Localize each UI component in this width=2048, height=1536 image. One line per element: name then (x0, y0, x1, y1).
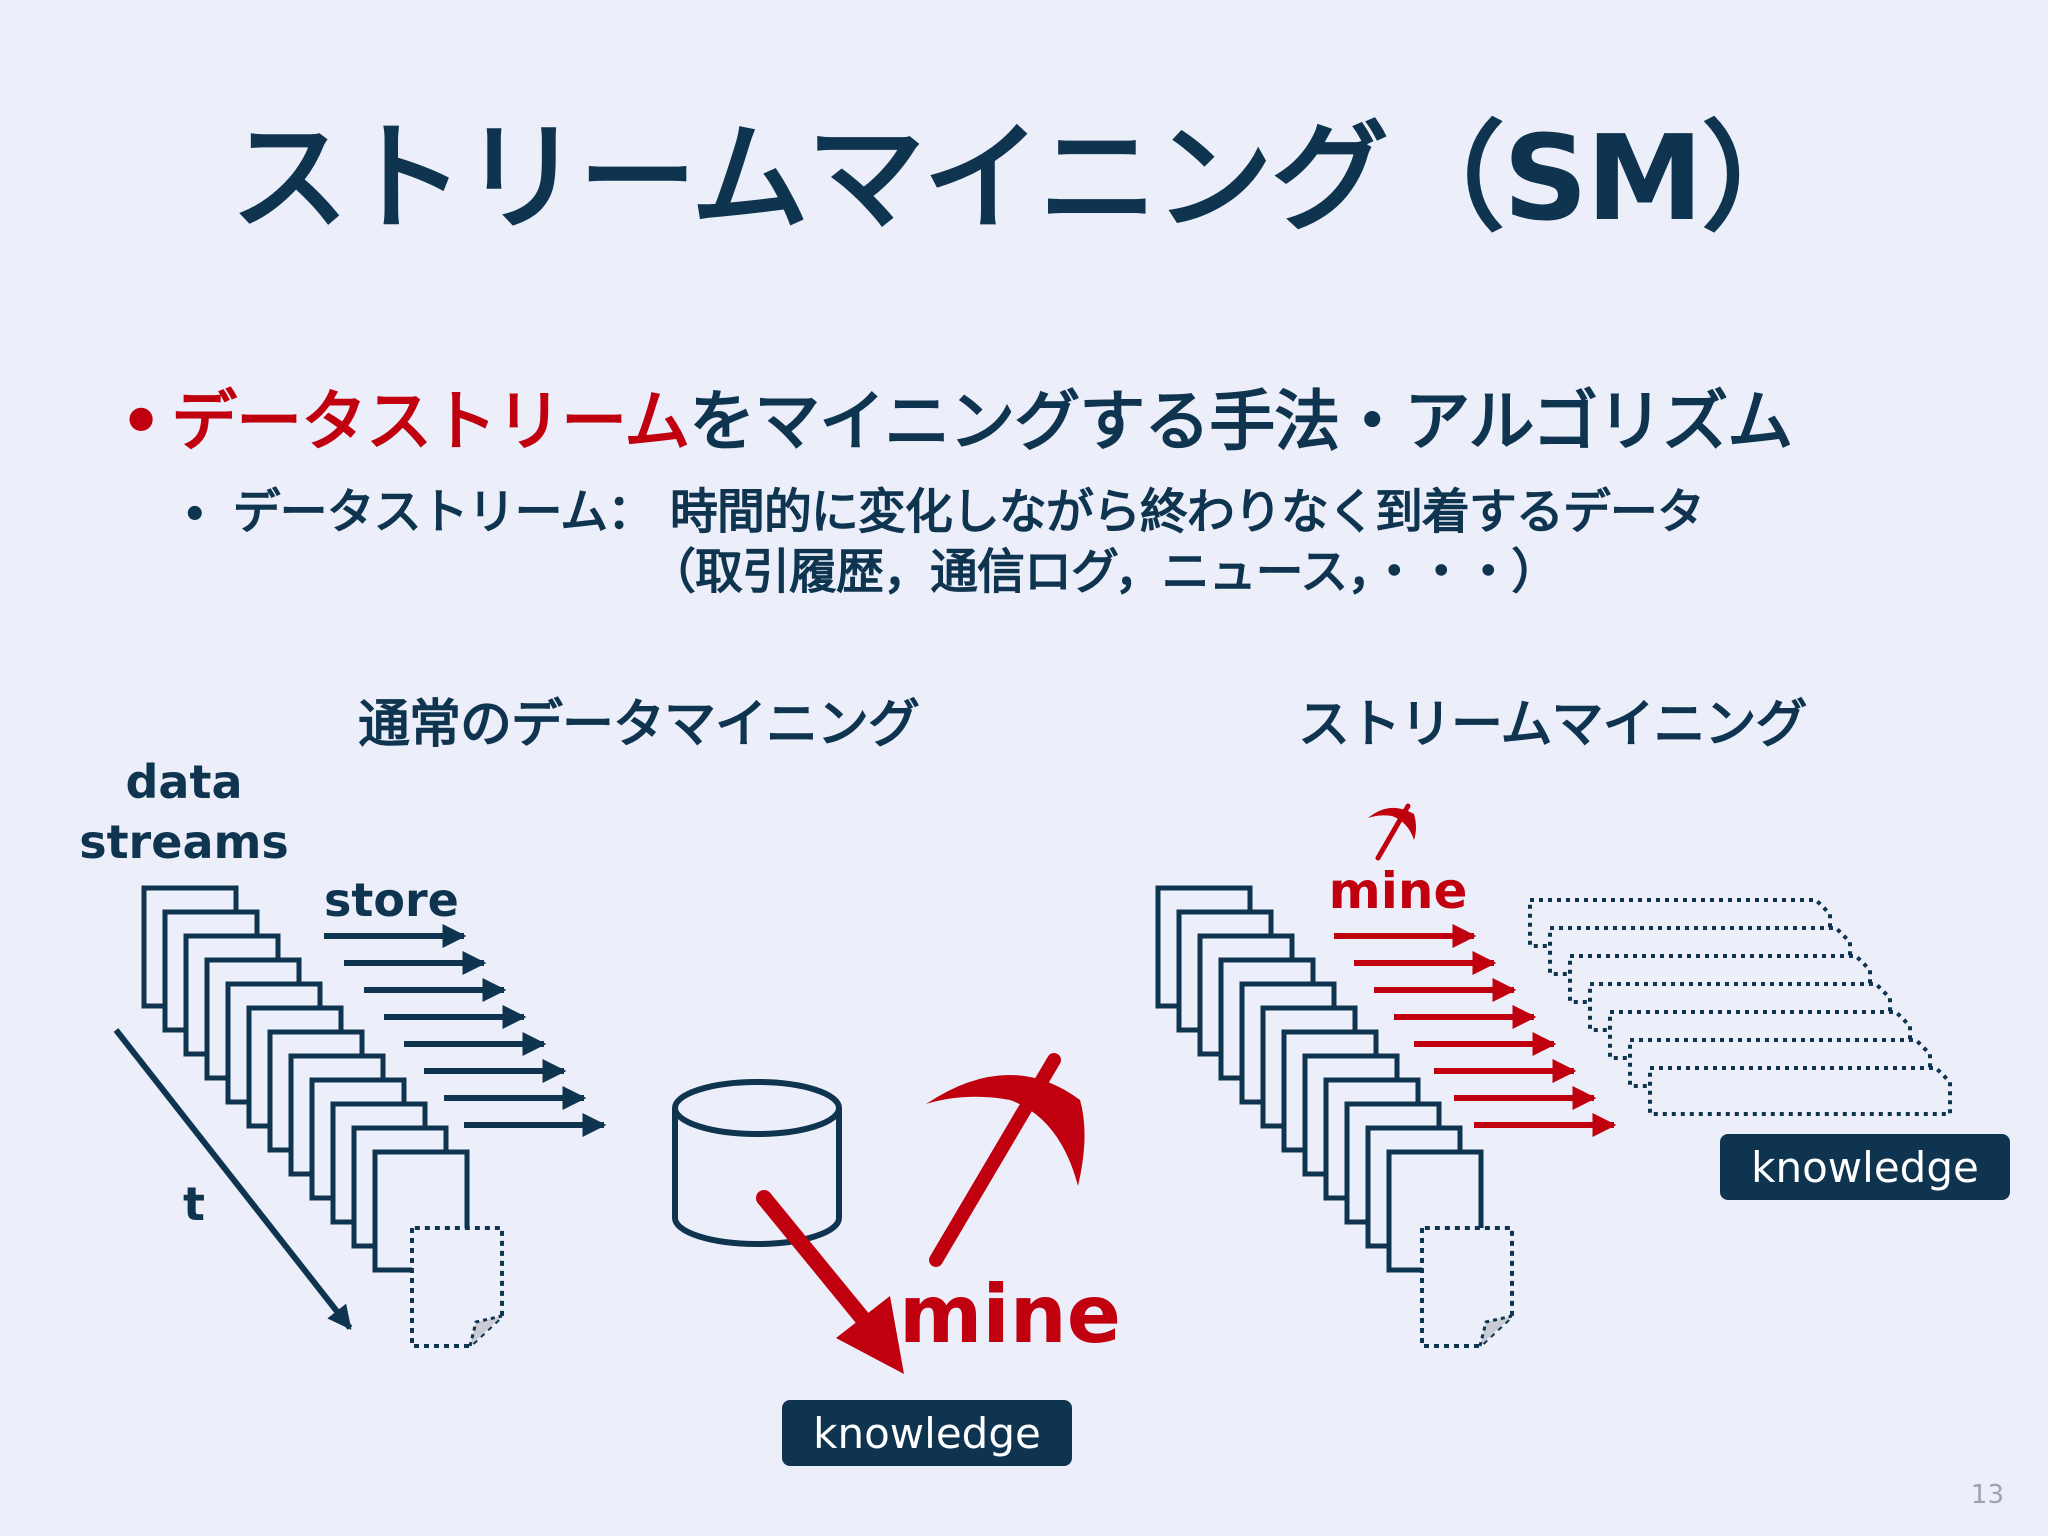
bullet-highlight: データストリーム (171, 383, 690, 460)
sub-bullet-line2: （取引履歴，通信ログ，ニュース，・・・） (648, 544, 1559, 600)
knowledge-label-right: knowledge (1751, 1143, 1979, 1192)
left-diagram-heading: 通常のデータマイニング (358, 695, 920, 755)
mine-arrow-head (836, 1296, 904, 1374)
knowledge-box: knowledge (782, 1400, 1072, 1466)
pickaxe-icon (926, 1053, 1085, 1267)
data-stream-documents (141, 885, 470, 1273)
right-diagram-heading: ストリームマイニング (1298, 695, 1807, 755)
mine-label: mine (899, 1268, 1121, 1361)
streams-label: streams (79, 815, 289, 869)
knowledge-placeholder (1648, 1066, 1952, 1116)
sub-bullet: • データストリーム： 時間的に変化しながら終わりなく到着するデータ (182, 472, 1705, 542)
mine-label-right: mine (1329, 862, 1468, 920)
time-arrow (113, 1028, 353, 1330)
knowledge-stack (1528, 898, 1952, 1116)
dashed-document-right (1420, 1226, 1514, 1348)
page-number: 13 (1970, 1480, 2004, 1510)
bullet-text: をマイニングする手法・アルゴリズム (689, 383, 1793, 460)
knowledge-box-right: knowledge (1720, 1134, 2010, 1200)
stream-documents-right (1155, 885, 1484, 1273)
pickaxe-icon-small (1368, 803, 1416, 861)
mine-arrows-right (1334, 924, 1617, 1137)
sub-bullet-marker: • (182, 492, 208, 538)
main-bullet: •データストリームをマイニングする手法・アルゴリズム (120, 368, 1793, 464)
store-label: store (324, 873, 459, 927)
time-label: t (183, 1177, 205, 1231)
page-title: ストリームマイニング（SM） (230, 109, 1820, 247)
dashed-document (410, 1226, 504, 1348)
sub-bullet-line1: データストリーム： 時間的に変化しながら終わりなく到着するデータ (232, 484, 1705, 540)
database-icon (672, 1079, 842, 1247)
data-label: data (126, 755, 243, 809)
mine-arrow (756, 1190, 880, 1338)
store-arrows (324, 924, 607, 1137)
knowledge-label: knowledge (813, 1409, 1041, 1458)
bullet-marker: • (120, 383, 162, 460)
